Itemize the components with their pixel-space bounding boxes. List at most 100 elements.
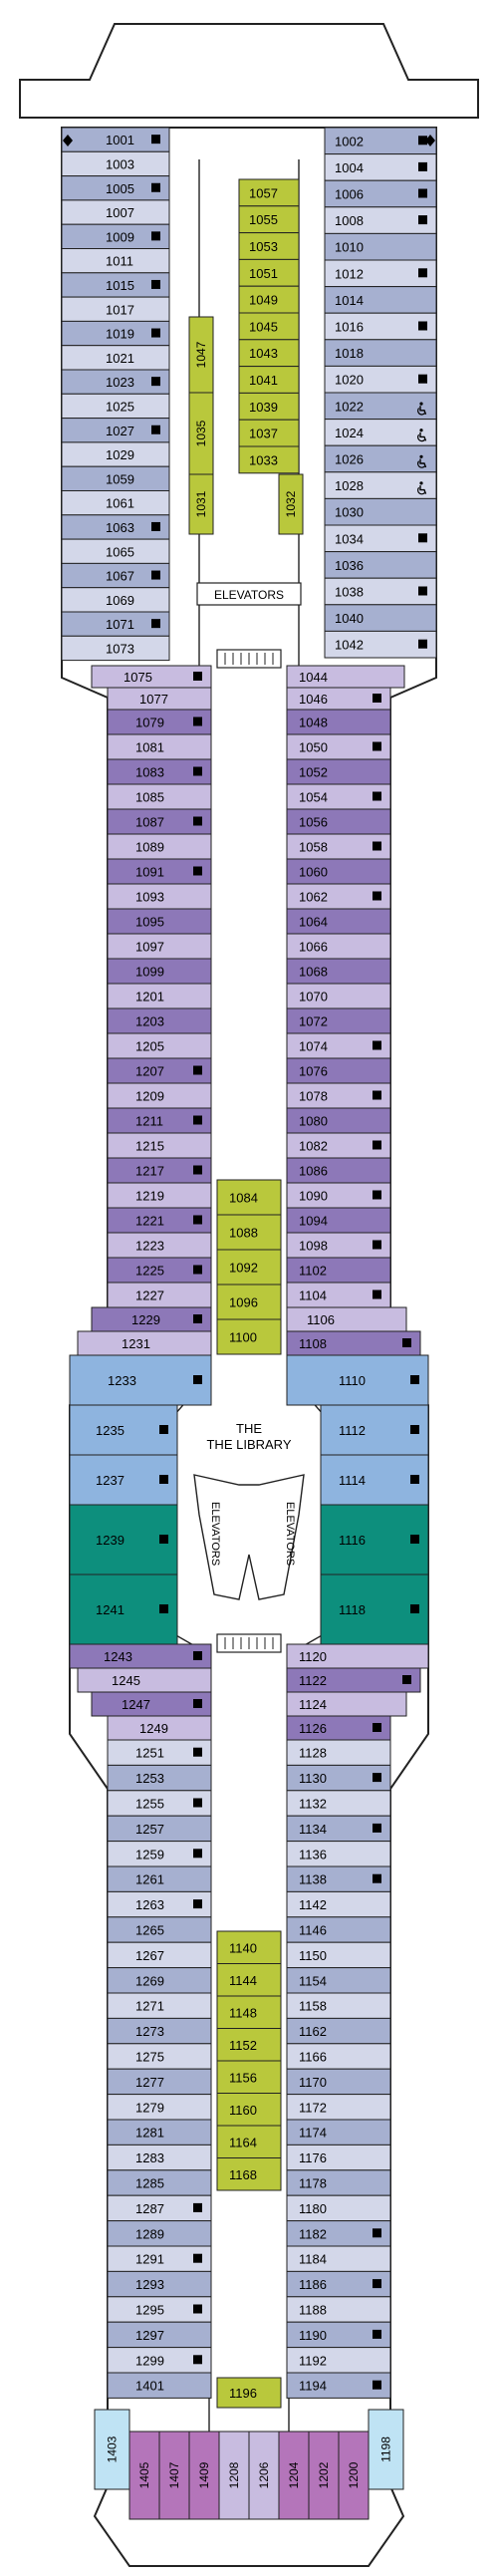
cabin-1037[interactable]: 1037 (238, 419, 300, 447)
cabin-1059[interactable]: 1059 (61, 465, 170, 492)
cabin-1120[interactable]: 1120 (286, 1643, 429, 1669)
cabin-1128[interactable]: 1128 (286, 1739, 391, 1766)
cabin-1273[interactable]: 1273 (107, 2017, 212, 2045)
cabin-1084[interactable]: 1084 (216, 1179, 282, 1216)
cabin-1076[interactable]: 1076 (286, 1057, 391, 1084)
cabin-1233[interactable]: 1233 (69, 1354, 212, 1406)
cabin-1025[interactable]: 1025 (61, 393, 170, 420)
cabin-1061[interactable]: 1061 (61, 490, 170, 516)
cabin-1275[interactable]: 1275 (107, 2043, 212, 2070)
cabin-1005[interactable]: 1005 (61, 175, 170, 201)
cabin-1078[interactable]: 1078 (286, 1082, 391, 1109)
cabin-1253[interactable]: 1253 (107, 1764, 212, 1792)
cabin-1047[interactable]: 1047 (188, 316, 214, 394)
cabin-1403[interactable]: 1403 (94, 2409, 130, 2490)
cabin-1033[interactable]: 1033 (238, 445, 300, 474)
cabin-1016[interactable]: 1016 (324, 312, 437, 341)
cabin-1075[interactable]: 1075 (91, 665, 212, 689)
cabin-1130[interactable]: 1130 (286, 1764, 391, 1792)
cabin-1287[interactable]: 1287 (107, 2194, 212, 2222)
cabin-1201[interactable]: 1201 (107, 983, 212, 1009)
cabin-1017[interactable]: 1017 (61, 296, 170, 322)
cabin-1182[interactable]: 1182 (286, 2220, 391, 2247)
cabin-1241[interactable]: 1241 (69, 1574, 178, 1645)
cabin-1144[interactable]: 1144 (216, 1963, 282, 1997)
cabin-1132[interactable]: 1132 (286, 1790, 391, 1817)
cabin-1227[interactable]: 1227 (107, 1282, 212, 1308)
cabin-1004[interactable]: 1004 (324, 153, 437, 181)
cabin-1055[interactable]: 1055 (238, 205, 300, 234)
cabin-1063[interactable]: 1063 (61, 514, 170, 540)
cabin-1196[interactable]: 1196 (216, 2377, 282, 2409)
cabin-1020[interactable]: 1020 (324, 365, 437, 394)
cabin-1026[interactable]: 1026 (324, 444, 437, 473)
cabin-1007[interactable]: 1007 (61, 199, 170, 225)
cabin-1083[interactable]: 1083 (107, 758, 212, 785)
cabin-1074[interactable]: 1074 (286, 1032, 391, 1059)
cabin-1198[interactable]: 1198 (368, 2409, 404, 2490)
cabin-1011[interactable]: 1011 (61, 248, 170, 274)
cabin-1042[interactable]: 1042 (324, 630, 437, 659)
cabin-1098[interactable]: 1098 (286, 1232, 391, 1259)
cabin-1291[interactable]: 1291 (107, 2245, 212, 2272)
cabin-1058[interactable]: 1058 (286, 833, 391, 860)
cabin-1081[interactable]: 1081 (107, 733, 212, 760)
cabin-1034[interactable]: 1034 (324, 524, 437, 553)
cabin-1293[interactable]: 1293 (107, 2270, 212, 2298)
cabin-1079[interactable]: 1079 (107, 709, 212, 735)
cabin-1080[interactable]: 1080 (286, 1107, 391, 1134)
cabin-1010[interactable]: 1010 (324, 232, 437, 261)
cabin-1041[interactable]: 1041 (238, 366, 300, 394)
cabin-1186[interactable]: 1186 (286, 2270, 391, 2298)
cabin-1104[interactable]: 1104 (286, 1282, 391, 1308)
cabin-1184[interactable]: 1184 (286, 2245, 391, 2272)
cabin-1032[interactable]: 1032 (278, 473, 304, 535)
cabin-1082[interactable]: 1082 (286, 1132, 391, 1159)
cabin-1162[interactable]: 1162 (286, 2017, 391, 2045)
cabin-1093[interactable]: 1093 (107, 883, 212, 910)
cabin-1052[interactable]: 1052 (286, 758, 391, 785)
cabin-1148[interactable]: 1148 (216, 1995, 282, 2029)
cabin-1206[interactable]: 1206 (248, 2431, 280, 2520)
cabin-1190[interactable]: 1190 (286, 2321, 391, 2349)
cabin-1094[interactable]: 1094 (286, 1207, 391, 1234)
cabin-1045[interactable]: 1045 (238, 312, 300, 341)
cabin-1140[interactable]: 1140 (216, 1930, 282, 1964)
cabin-1002[interactable]: 1002 (324, 127, 437, 155)
cabin-1405[interactable]: 1405 (128, 2431, 160, 2520)
cabin-1116[interactable]: 1116 (320, 1504, 429, 1575)
cabin-1019[interactable]: 1019 (61, 320, 170, 347)
cabin-1053[interactable]: 1053 (238, 232, 300, 260)
cabin-1249[interactable]: 1249 (107, 1715, 212, 1741)
cabin-1178[interactable]: 1178 (286, 2169, 391, 2196)
cabin-1295[interactable]: 1295 (107, 2296, 212, 2323)
cabin-1192[interactable]: 1192 (286, 2347, 391, 2374)
cabin-1065[interactable]: 1065 (61, 538, 170, 564)
cabin-1071[interactable]: 1071 (61, 611, 170, 637)
cabin-1231[interactable]: 1231 (77, 1330, 212, 1356)
cabin-1172[interactable]: 1172 (286, 2094, 391, 2121)
cabin-1164[interactable]: 1164 (216, 2125, 282, 2158)
cabin-1023[interactable]: 1023 (61, 369, 170, 395)
cabin-1018[interactable]: 1018 (324, 339, 437, 367)
cabin-1136[interactable]: 1136 (286, 1841, 391, 1867)
cabin-1205[interactable]: 1205 (107, 1032, 212, 1059)
cabin-1257[interactable]: 1257 (107, 1815, 212, 1843)
cabin-1168[interactable]: 1168 (216, 2157, 282, 2191)
cabin-1009[interactable]: 1009 (61, 223, 170, 249)
cabin-1030[interactable]: 1030 (324, 497, 437, 526)
cabin-1008[interactable]: 1008 (324, 206, 437, 234)
cabin-1114[interactable]: 1114 (320, 1454, 429, 1506)
cabin-1027[interactable]: 1027 (61, 418, 170, 443)
cabin-1221[interactable]: 1221 (107, 1207, 212, 1234)
cabin-1237[interactable]: 1237 (69, 1454, 178, 1506)
cabin-1243[interactable]: 1243 (69, 1643, 212, 1669)
cabin-1046[interactable]: 1046 (286, 687, 391, 711)
cabin-1097[interactable]: 1097 (107, 933, 212, 960)
cabin-1188[interactable]: 1188 (286, 2296, 391, 2323)
cabin-1073[interactable]: 1073 (61, 635, 170, 662)
cabin-1407[interactable]: 1407 (158, 2431, 190, 2520)
cabin-1100[interactable]: 1100 (216, 1318, 282, 1355)
cabin-1194[interactable]: 1194 (286, 2372, 391, 2399)
cabin-1208[interactable]: 1208 (218, 2431, 250, 2520)
